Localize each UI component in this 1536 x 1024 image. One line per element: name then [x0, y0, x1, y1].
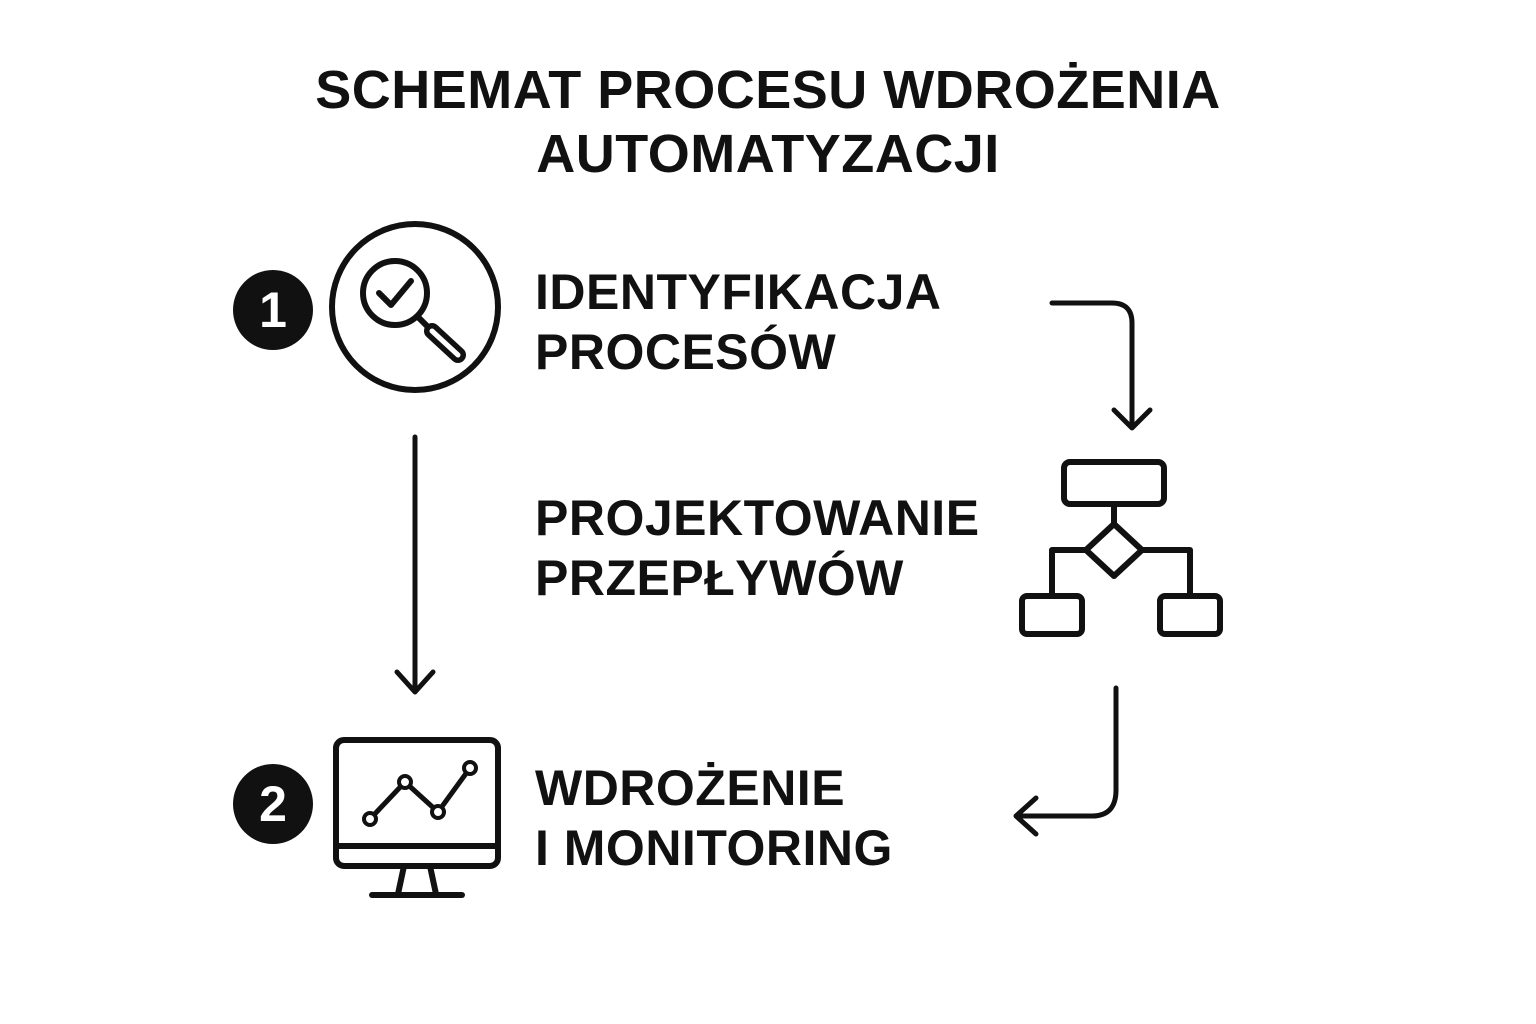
- arrow-down-left: [394, 434, 436, 695]
- step-identification-line-2: PROCESÓW: [535, 324, 837, 380]
- flowchart-icon: [1019, 459, 1223, 637]
- arrow-to-deployment: [1013, 685, 1119, 837]
- diagram-title: SCHEMAT PROCESU WDROŻENIA AUTOMATYZACJI: [0, 58, 1536, 186]
- title-line-2: AUTOMATYZACJI: [536, 124, 1000, 184]
- monitor-chart-icon: [333, 737, 501, 898]
- step-design-label: PROJEKTOWANIE PRZEPŁYWÓW: [535, 488, 980, 608]
- step-identification-label: IDENTYFIKACJA PROCESÓW: [535, 262, 942, 382]
- step-2-badge: 2: [233, 764, 313, 844]
- step-deployment-line-2: I MONITORING: [535, 820, 893, 876]
- step-deployment-label: WDROŻENIE I MONITORING: [535, 758, 893, 878]
- magnifier-check-icon: [329, 221, 501, 393]
- step-design-line-2: PRZEPŁYWÓW: [535, 550, 904, 606]
- step-deployment-line-1: WDROŻENIE: [535, 760, 846, 816]
- arrow-to-design: [1049, 300, 1153, 431]
- step-1-badge: 1: [233, 270, 313, 350]
- title-line-1: SCHEMAT PROCESU WDROŻENIA: [315, 60, 1221, 120]
- step-identification-line-1: IDENTYFIKACJA: [535, 264, 942, 320]
- step-design-line-1: PROJEKTOWANIE: [535, 490, 980, 546]
